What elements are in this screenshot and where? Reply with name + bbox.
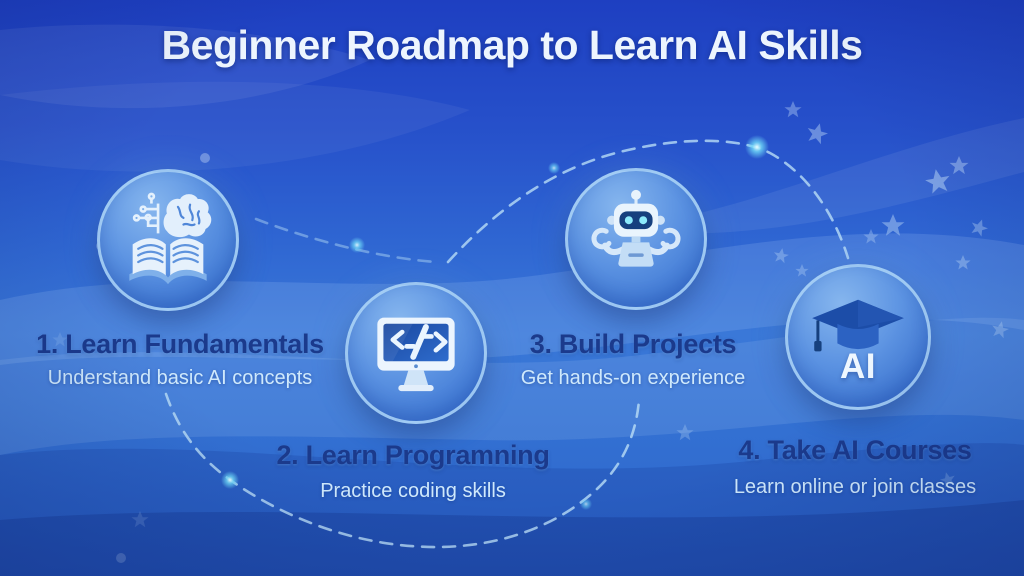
step-2-subtitle: Practice coding skills <box>253 480 573 503</box>
step-1-subtitle: Understand basic AI concepts <box>20 367 340 390</box>
graduation-cap-icon <box>812 299 904 352</box>
step-4-title: 4. Take AI Courses <box>695 435 1015 466</box>
step-1-icon-circle <box>97 169 239 311</box>
step-2-icon-circle <box>345 282 487 424</box>
step-4-icon-circle: AI <box>785 264 931 410</box>
step-4-subtitle: Learn online or join classes <box>695 476 1015 499</box>
code-monitor-icon <box>377 317 455 392</box>
step-3-title: 3. Build Projects <box>473 329 793 360</box>
page-title: Beginner Roadmap to Learn AI Skills <box>0 22 1024 69</box>
ai-label: AI <box>840 349 876 384</box>
book-brain-icon <box>129 192 212 285</box>
step-2-title: 2. Learn Programning <box>253 440 573 471</box>
step-1-title: 1. Learn Fundamentals <box>20 329 340 360</box>
robot-icon <box>591 189 681 267</box>
step-3-subtitle: Get hands-on experience <box>473 367 793 390</box>
step-3-icon-circle <box>565 168 707 310</box>
